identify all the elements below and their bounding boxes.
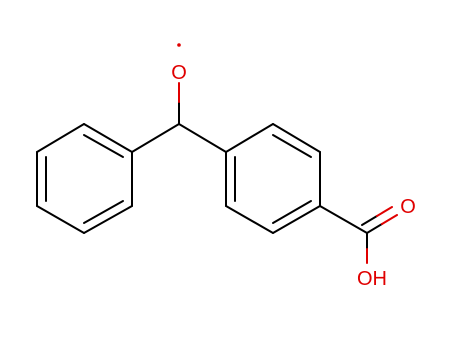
carbonyl-double-bond <box>366 223 383 234</box>
benzene-bond <box>272 123 321 153</box>
bond-ring-carboxyl-carbon <box>319 205 368 234</box>
benzene-double-bond <box>272 134 312 158</box>
phenyl-ring <box>36 123 133 234</box>
phenyl-bond <box>83 123 133 153</box>
phenyl-bond <box>83 205 133 234</box>
benzene-ring <box>225 123 321 234</box>
radical-dot <box>177 43 181 47</box>
carbonyl-double-bond-red <box>381 214 398 225</box>
phenyl-bond <box>36 205 85 234</box>
carbonyl-double-bond-red <box>376 206 393 217</box>
carboxyl-group <box>319 205 398 264</box>
bond-central-carbon-ring <box>178 123 227 153</box>
benzene-bond <box>225 123 274 153</box>
oxyl-oxygen-label: O <box>171 62 187 84</box>
central-carbon-bonds <box>131 82 227 153</box>
phenyl-bond <box>36 123 85 153</box>
bond-phenyl-central-carbon <box>131 123 180 153</box>
carbonyl-double-bond <box>361 215 378 226</box>
benzene-double-bond <box>272 200 312 224</box>
phenyl-double-bond <box>83 200 124 224</box>
benzene-bond <box>225 205 274 234</box>
phenyl-double-bond <box>83 134 124 158</box>
benzene-bond <box>272 205 321 234</box>
carbonyl-oxygen-label: O <box>400 196 416 218</box>
hydroxyl-label: OH <box>357 268 387 290</box>
